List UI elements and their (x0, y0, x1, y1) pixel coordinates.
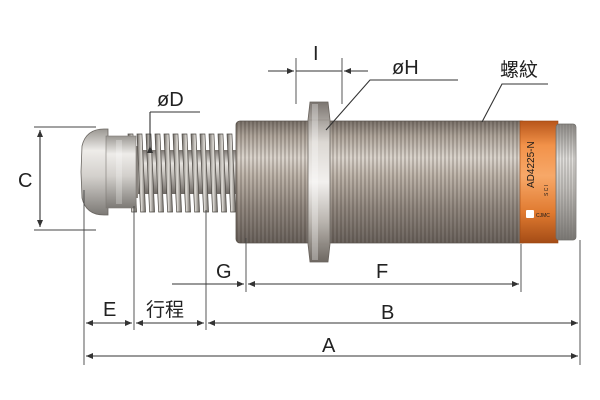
spring-coil (163, 133, 173, 213)
spring-coil (208, 133, 218, 213)
dimension-f-label: F (376, 261, 388, 283)
lock-nut (307, 101, 331, 263)
return-spring (127, 133, 236, 213)
brand-text: CJMC (536, 213, 550, 219)
dimension-c-label: C (18, 170, 32, 192)
spring-coil (190, 133, 200, 213)
spring-coil (154, 133, 164, 213)
threaded-body (235, 120, 527, 244)
dimension-stroke-label: 行程 (146, 299, 184, 321)
spring-coil (145, 133, 155, 213)
spring-coil (217, 133, 227, 213)
spring-coil (172, 133, 182, 213)
dimension-g-label: G (216, 261, 232, 283)
dimension-d: øD (147, 89, 200, 153)
dimension-g: G (172, 261, 244, 287)
dimension-e: E (86, 299, 132, 326)
dimension-stroke: 行程 (136, 299, 204, 326)
dimension-f: F (248, 261, 519, 287)
spring-coil (181, 133, 191, 213)
spring-coil (199, 133, 209, 213)
end-cap (555, 123, 577, 241)
dimension-a-label: A (322, 335, 336, 357)
dimension-i-label: I (313, 43, 319, 65)
dimension-b: B (208, 302, 578, 326)
dimension-c: C (18, 130, 43, 227)
thread-callout: 螺紋 (481, 59, 548, 123)
dimension-d-label: øD (157, 89, 184, 111)
dimension-h: øH (325, 57, 458, 131)
dimension-e-label: E (103, 299, 116, 321)
spring-coil (226, 133, 236, 213)
spring-coil (136, 133, 146, 213)
dimension-i: I (268, 43, 368, 74)
extension-lines (34, 58, 581, 365)
small-marks-text: S C I (544, 185, 550, 196)
impact-head (80, 128, 137, 216)
thread-label: 螺紋 (500, 59, 538, 81)
orange-label-band: AD4225-N S C I CJMC (519, 120, 559, 244)
dimension-a: A (86, 335, 578, 359)
dimension-h-label: øH (392, 57, 419, 79)
brand-logo-icon (526, 210, 534, 218)
model-number-text: AD4225-N (526, 141, 537, 188)
dimension-b-label: B (381, 302, 394, 324)
